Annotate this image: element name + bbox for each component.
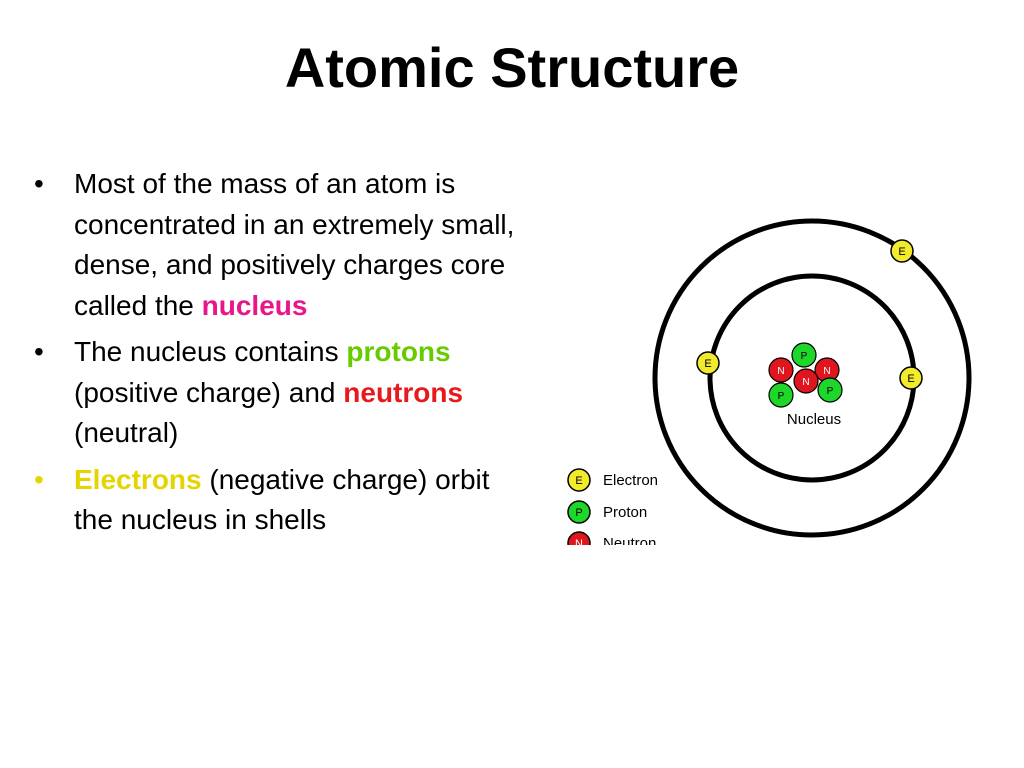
legend-item-neutron: N Neutron (567, 531, 656, 545)
proton-particle: P (817, 377, 843, 403)
text-run: (neutral) (74, 417, 179, 448)
outer-shell (652, 218, 972, 538)
legend: E Electron P Proton N Neutron (567, 468, 658, 545)
svg-text:P: P (575, 507, 582, 519)
bullet-text: Most of the mass of an atom is concentra… (74, 168, 514, 321)
svg-text:E: E (575, 475, 582, 487)
proton-particle: P (768, 382, 794, 408)
bullet-dot: • (34, 463, 44, 495)
electron-particle: E (696, 351, 720, 375)
bullet-item: • Most of the mass of an atom is concent… (28, 164, 528, 326)
text-run: (positive charge) and (74, 376, 344, 408)
svg-text:Electron: Electron (603, 472, 658, 489)
neutron-particle: N (814, 357, 840, 383)
legend-item-proton: P Proton (567, 500, 647, 524)
svg-text:Proton: Proton (603, 504, 647, 521)
text-run: The nucleus contains (74, 336, 347, 367)
atom-diagram: E E E P N N P P N Nu (567, 218, 972, 545)
svg-text:N: N (823, 366, 830, 377)
text-run: Most of the mass of an atom is concentra… (74, 168, 515, 321)
proton-particle: P (791, 342, 817, 368)
bullet-dot: • (34, 168, 44, 199)
electron-particle: E (890, 239, 914, 263)
legend-item-electron: E Electron (567, 468, 658, 492)
bullet-item: • Electrons (negative charge) orbit the … (28, 460, 528, 541)
electron-particle: E (899, 366, 923, 390)
svg-text:E: E (907, 373, 914, 385)
svg-text:P: P (801, 351, 808, 362)
nucleus: P N N P P N (768, 342, 843, 408)
svg-text:N: N (777, 366, 784, 377)
neutron-particle: N (768, 357, 794, 383)
svg-text:N: N (575, 538, 583, 545)
highlight-term: Electrons (74, 463, 202, 495)
slide-title: Atomic Structure (284, 36, 740, 99)
highlight-term: nucleus (201, 289, 308, 321)
svg-text:E: E (704, 358, 711, 370)
bullet-item: • The nucleus contains protons (positive… (28, 332, 528, 454)
svg-text:P: P (778, 391, 785, 402)
text-run: (negative charge) orbit the nucleus in s… (74, 463, 490, 536)
bullet-text: The nucleus contains protons (positive c… (74, 336, 463, 448)
nucleus-label: Nucleus (787, 411, 841, 428)
bullet-text: Electrons (negative charge) orbit the nu… (74, 464, 490, 536)
bullet-list: • Most of the mass of an atom is concent… (28, 164, 528, 547)
highlight-term: protons (346, 336, 451, 367)
highlight-term: neutrons (343, 376, 464, 408)
svg-text:P: P (827, 386, 834, 397)
bullet-dot: • (34, 336, 44, 367)
svg-text:E: E (898, 246, 905, 258)
svg-text:N: N (802, 377, 809, 388)
neutron-particle: N (793, 368, 819, 394)
svg-text:Neutron: Neutron (603, 535, 656, 545)
